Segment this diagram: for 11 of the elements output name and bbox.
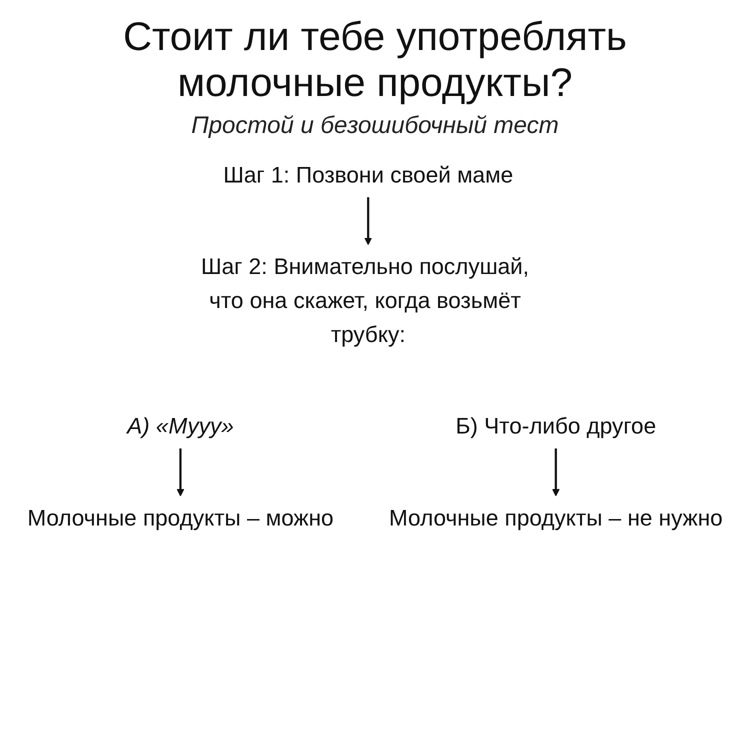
title: Стоит ли тебе употреблять молочные продукты? bbox=[122, 14, 628, 106]
arrow bbox=[364, 197, 372, 246]
node-text: Шаг 1: Позвони своей маме bbox=[223, 162, 514, 188]
subtitle: Простой и безошибочный тест bbox=[191, 112, 559, 140]
node-text: Шаг 2: Внимательно послушай, что она скажет, когда возьмёт трубку: bbox=[201, 253, 530, 347]
node-text: Б) Что-либо другое bbox=[456, 412, 656, 439]
arrow bbox=[176, 448, 184, 496]
arrow bbox=[552, 448, 560, 496]
node-text: А) «Мууу» bbox=[127, 412, 234, 439]
node-text: Молочные продукты – можно bbox=[27, 504, 334, 531]
node-text: Молочные продукты – не нужно bbox=[389, 504, 723, 531]
